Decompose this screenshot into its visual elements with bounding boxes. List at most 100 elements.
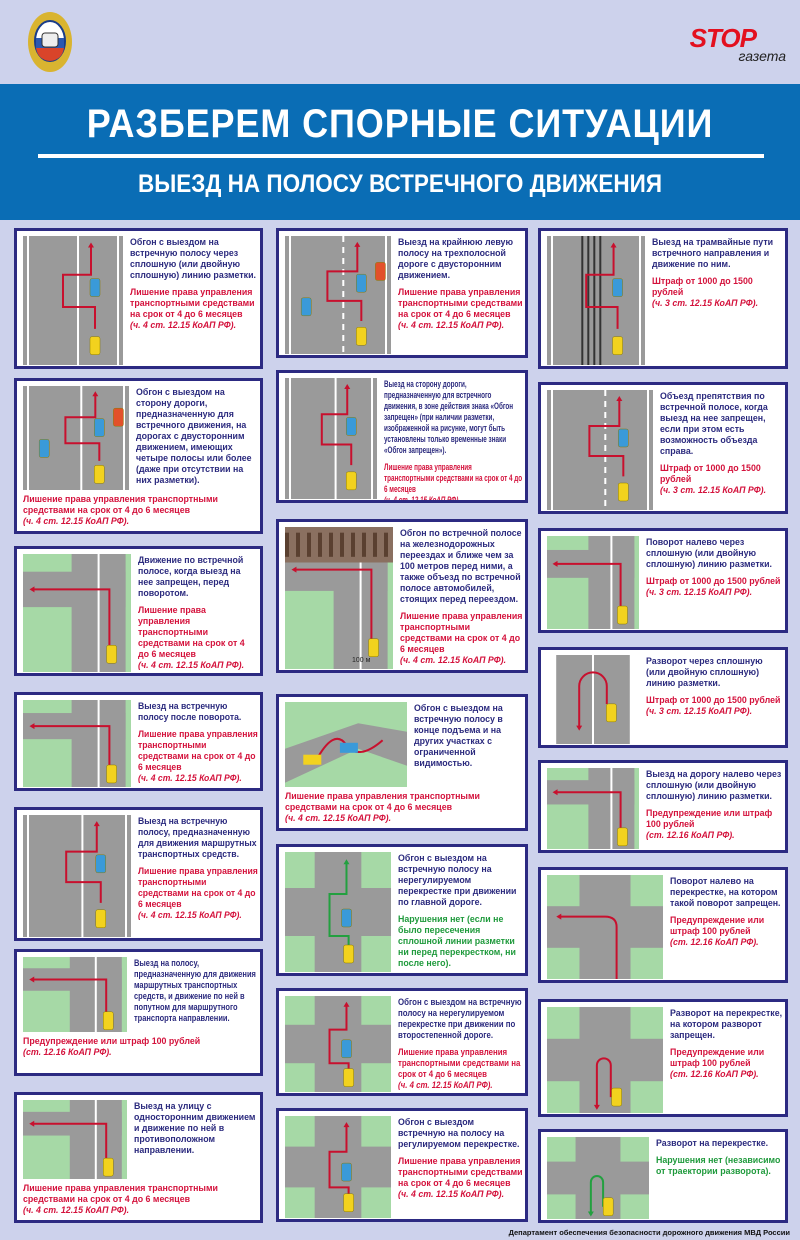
road-diagram	[547, 236, 645, 366]
car	[375, 262, 386, 281]
law-reference: (ч. 3 ст. 12.15 КоАП РФ).	[646, 587, 753, 598]
situation-text: Поворот налево через сплошную (или двойн…	[646, 537, 783, 598]
situation-description: Выезд на сторону дороги, предназначенную…	[384, 379, 514, 456]
situation-description: Поворот налево на перекрестке, на которо…	[670, 876, 781, 909]
car	[345, 417, 357, 436]
situation-text: Обгон по встречной полосе на железнодоро…	[400, 528, 523, 666]
car	[602, 1197, 614, 1216]
car	[343, 1068, 354, 1087]
situation-description: Обгон с выездом на сторону дороги, предн…	[136, 387, 252, 486]
penalty-label: Штраф от 1000 до 1500 рублей	[652, 276, 753, 298]
situation-description: Обгон по встречной полосе на железнодоро…	[400, 528, 522, 605]
car	[356, 327, 367, 346]
car	[341, 1162, 352, 1182]
penalty-label: Лишение права управления транспортными с…	[384, 462, 523, 495]
situation-card: Выезд на дорогу налево через сплошную (и…	[538, 760, 788, 853]
situation-description: Выезд на улицу с односторонним движением…	[134, 1101, 256, 1156]
situation-card: Объезд препятствия по встречной полосе, …	[538, 382, 788, 514]
road-diagram	[285, 702, 407, 792]
situation-description: Обгон с выездом встречную на полосу на р…	[398, 1117, 520, 1150]
penalty-label: Предупреждение или штраф 100 рублей	[670, 915, 765, 937]
penalty-text: Лишение права управления транспортными с…	[138, 605, 258, 671]
penalty-text: Штраф от 1000 до 1500 рублей(ч. 3 ст. 12…	[646, 576, 783, 598]
car	[343, 944, 354, 964]
law-reference: (ч. 4 ст. 12.15 КоАП РФ).	[23, 516, 130, 527]
road-diagram	[547, 390, 653, 511]
penalty-label: Лишение права управления транспортными с…	[398, 287, 523, 320]
situation-text: Объезд препятствия по встречной полосе, …	[660, 391, 783, 496]
situation-description: Объезд препятствия по встречной полосе, …	[660, 391, 768, 457]
car	[89, 278, 101, 297]
law-reference: (ч. 4 ст. 12.15 КоАП РФ).	[138, 660, 245, 671]
penalty-label: Лишение права управления транспортными с…	[138, 729, 258, 773]
road-diagram	[285, 378, 377, 500]
road-diagram	[547, 1137, 649, 1220]
road-diagram	[23, 1100, 127, 1184]
brand-stop: STOP	[689, 23, 757, 53]
penalty-label: Лишение права управления транспортными с…	[400, 611, 523, 655]
situation-description: Разворот на перекрестке, на котором разв…	[670, 1008, 783, 1041]
situation-card: Обгон с выездом на встречную полосу в ко…	[276, 694, 528, 831]
car	[345, 471, 357, 491]
situation-card: Выезд на крайнюю левую полосу на трехпол…	[276, 228, 528, 358]
situation-card: Обгон с выездом на встречную полосу на н…	[276, 844, 528, 976]
situation-text: Обгон с выездом на сторону дороги, предн…	[136, 387, 258, 486]
road-diagram	[547, 536, 639, 630]
car	[38, 439, 50, 458]
penalty-text: Лишение права управления транспортными с…	[398, 1156, 523, 1200]
car	[617, 605, 628, 625]
law-reference: (ч. 4 ст. 12.15 КоАП РФ).	[130, 320, 237, 331]
law-reference: (ст. 12.16 КоАП РФ).	[670, 937, 759, 948]
situation-text: Обгон с выездом встречную на полосу на р…	[398, 1117, 523, 1200]
situation-description: Разворот на перекрестке.	[656, 1138, 769, 1149]
situation-description: Обгон с выездом на встречную полосу в ко…	[414, 703, 503, 769]
law-reference: (ч. 4 ст. 12.15 КоАП РФ).	[138, 773, 242, 784]
penalty-text: Предупреждение или штраф 100 рублей(ст. …	[670, 1047, 783, 1080]
law-reference: (ч. 3 ст. 12.15 КоАП РФ).	[646, 706, 753, 717]
situation-text: Выезд на полосу, предназначенную для дви…	[134, 958, 258, 1024]
law-reference: (ч. 4 ст. 12.15 КоАП РФ).	[384, 495, 461, 503]
situation-text: Выезд на сторону дороги, предназначенную…	[384, 379, 523, 503]
penalty-text: Лишение права управления транспортными с…	[138, 866, 258, 921]
car	[300, 297, 312, 317]
situation-text: Выезд на улицу с односторонним движением…	[134, 1101, 258, 1156]
no-violation-note: Нарушения нет (если не было пересечения …	[398, 914, 523, 969]
road-diagram	[23, 815, 131, 938]
distance-label: 100 м	[352, 657, 371, 664]
situation-card: Выезд на полосу, предназначенную для дви…	[14, 949, 263, 1076]
car	[618, 428, 629, 448]
car	[95, 909, 107, 928]
situation-card: Обгон с выездом на встречную полосу на н…	[276, 988, 528, 1096]
law-reference: (ч. 4 ст. 12.15 КоАП РФ).	[398, 1080, 493, 1091]
situation-card: Поворот налево на перекрестке, на которо…	[538, 867, 788, 983]
penalty-label: Штраф от 1000 до 1500 рублей	[660, 463, 761, 485]
penalty-text: Лишение права управления транспортными с…	[398, 287, 523, 331]
car	[617, 827, 628, 847]
law-reference: (ч. 4 ст. 12.15 КоАП РФ).	[138, 910, 242, 921]
situation-description: Обгон с выездом на встречную полосу чере…	[130, 237, 256, 281]
situation-text: Обгон с выездом на встречную полосу на н…	[398, 853, 523, 969]
situation-description: Движение по встречной полосе, когда выез…	[138, 555, 244, 599]
road-diagram	[547, 768, 639, 850]
penalty-label: Штраф от 1000 до 1500 рублей	[646, 576, 781, 587]
car	[606, 703, 617, 723]
penalty-label: Лишение права управления транспортными с…	[138, 866, 258, 910]
penalty-label: Лишение права управления транспортными с…	[23, 1183, 218, 1205]
penalty-text: Лишение права управления транспортными с…	[400, 611, 523, 666]
stop-gazeta-logo: STOP газета	[689, 23, 786, 63]
road-diagram	[547, 875, 663, 980]
law-reference: (ч. 3 ст. 12.15 КоАП РФ).	[652, 298, 759, 309]
law-reference: (ст. 12.16 КоАП РФ).	[670, 1069, 759, 1080]
car	[368, 638, 379, 657]
penalty-label: Лишение права управления транспортными с…	[138, 605, 245, 660]
situation-text: Обгон с выездом на встречную полосу на н…	[398, 997, 523, 1091]
road-diagram	[285, 1116, 391, 1219]
penalty-text: Штраф от 1000 до 1500 рублей(ч. 3 ст. 12…	[660, 463, 783, 496]
penalty-text: Предупреждение или штраф 100 рублей(ст. …	[670, 915, 783, 948]
situation-card: Выезд на сторону дороги, предназначенную…	[276, 370, 528, 503]
situation-description: Обгон с выездом на встречную полосу на н…	[398, 997, 522, 1041]
situation-description: Выезд на трамвайные пути встречного напр…	[652, 237, 774, 270]
situation-description: Выезд на встречную полосу, предназначенн…	[138, 816, 257, 860]
law-reference: (ч. 3 ст. 12.15 КоАП РФ).	[660, 485, 767, 496]
situation-text: Обгон с выездом на встречную полосу чере…	[130, 237, 258, 331]
